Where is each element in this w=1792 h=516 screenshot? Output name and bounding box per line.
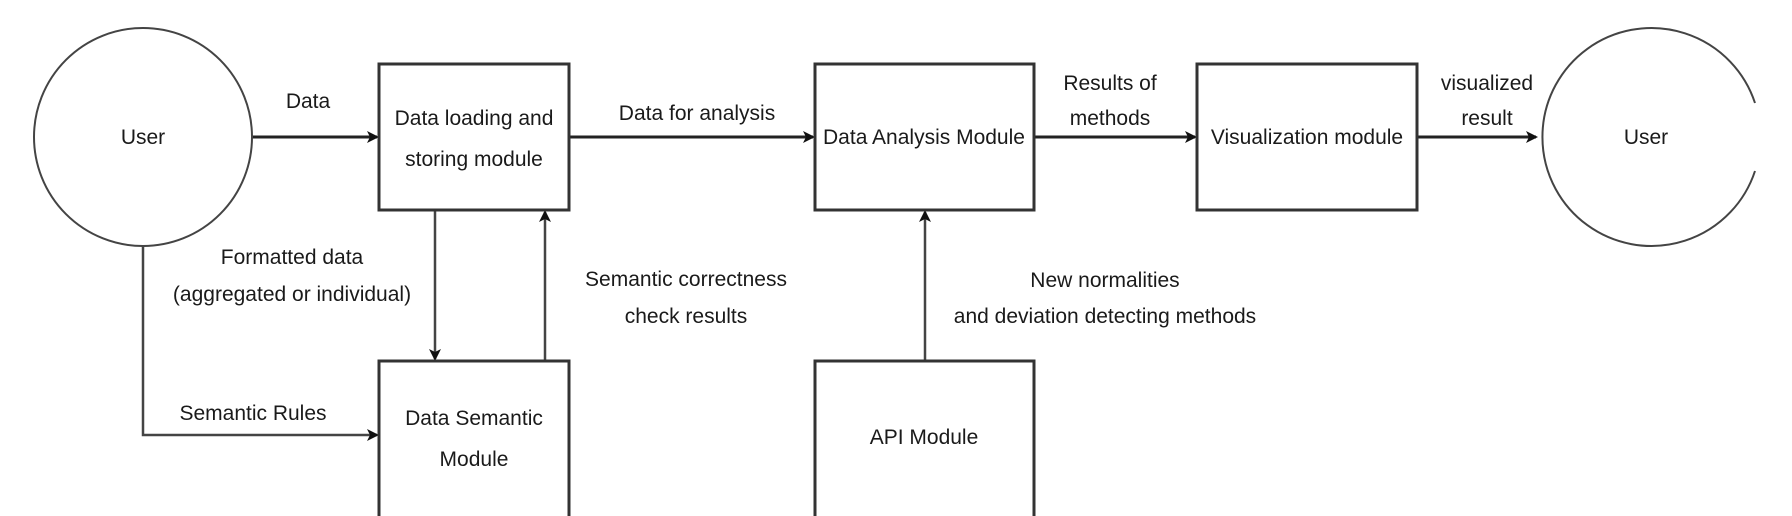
node-data-semantic-label-line2: Module	[440, 448, 509, 471]
node-data-semantic-label-line1: Data Semantic	[405, 407, 543, 430]
edge-label-results-line1: Results of	[1063, 72, 1157, 95]
node-visualization: Visualization module	[1195, 62, 1419, 212]
edge-label-formatted-line2: (aggregated or individual)	[173, 283, 411, 306]
node-user-left: User	[33, 27, 253, 247]
edge-label-data: Data	[286, 90, 331, 113]
edge-user-to-semantic	[141, 246, 379, 441]
edge-label-semantic-check-line2: check results	[625, 305, 748, 328]
edge-label-formatted-line1: Formatted data	[221, 246, 364, 269]
node-api: API Module	[813, 359, 1036, 516]
node-user-right-label: User	[1624, 126, 1668, 149]
node-data-loading: Data loading and storing module	[377, 62, 571, 212]
node-user-right: User	[1541, 27, 1756, 247]
edge-label-results-line2: methods	[1070, 107, 1151, 130]
edge-label-semantic-rules: Semantic Rules	[179, 402, 326, 425]
node-data-semantic: Data Semantic Module	[377, 359, 571, 516]
node-user-left-label: User	[121, 126, 165, 149]
node-visualization-label: Visualization module	[1211, 126, 1403, 149]
edge-label-visualized-line2: result	[1461, 107, 1513, 130]
edge-label-visualized-line1: visualized	[1441, 72, 1533, 95]
edge-label-semantic-check-line1: Semantic correctness	[585, 268, 787, 291]
edge-label-data-for-analysis: Data for analysis	[619, 102, 775, 125]
node-data-analysis-label: Data Analysis Module	[823, 126, 1025, 149]
edge-label-api-line1: New normalities	[1030, 269, 1179, 292]
edge-label-api-line2: and deviation detecting methods	[954, 305, 1256, 328]
node-data-loading-label-line2: storing module	[405, 148, 543, 171]
node-data-analysis: Data Analysis Module	[813, 62, 1036, 212]
node-api-label: API Module	[870, 426, 979, 449]
node-data-loading-label-line1: Data loading and	[395, 107, 554, 130]
